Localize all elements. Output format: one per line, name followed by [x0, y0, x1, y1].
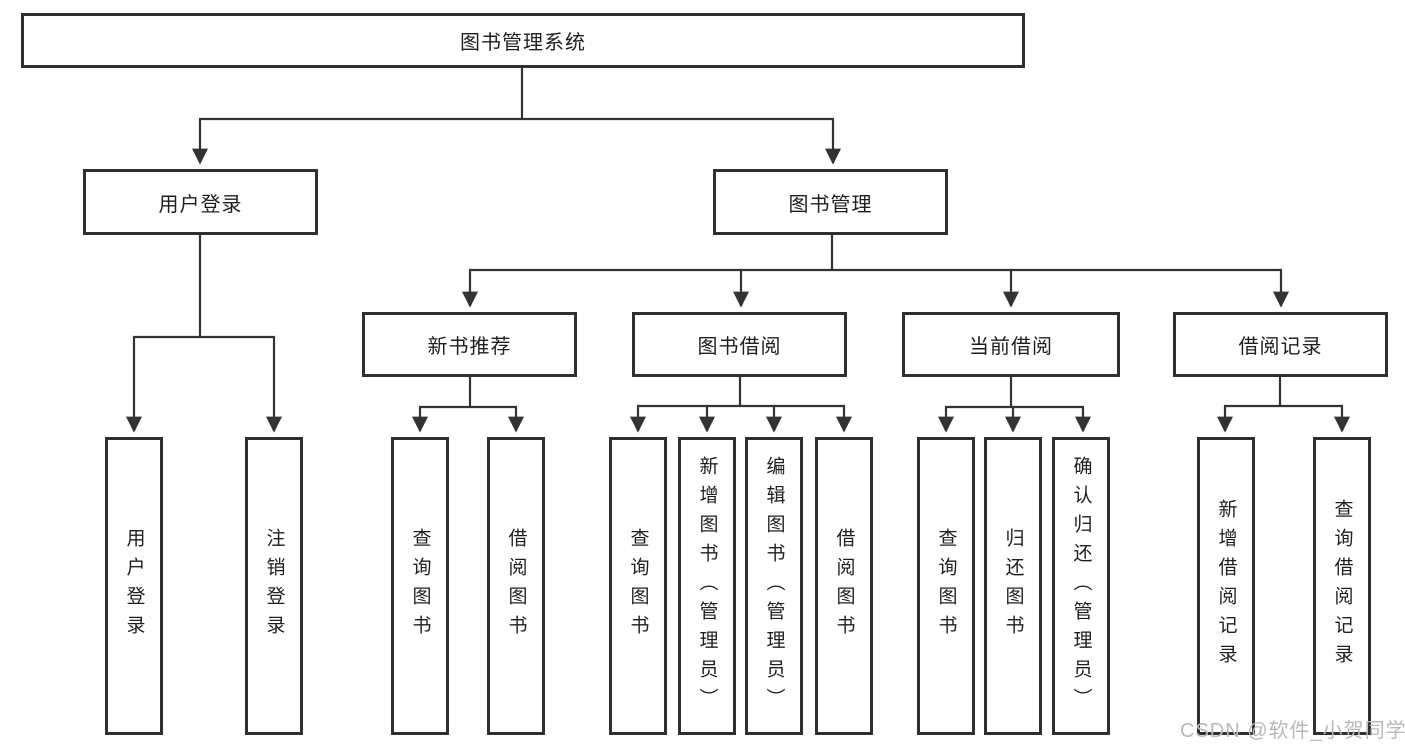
- node-bb-edit-book-admin: 编辑图书（管理员）: [745, 437, 803, 735]
- node-user-login-group: 用户登录: [83, 169, 318, 235]
- node-bb-add-book-admin: 新增图书（管理员）: [678, 437, 736, 735]
- node-leaf-user-login: 用户登录: [105, 437, 163, 735]
- node-br-add-record: 新增借阅记录: [1197, 437, 1255, 735]
- node-nb-borrow-book: 借阅图书: [487, 437, 545, 735]
- node-borrowing-records: 借阅记录: [1173, 312, 1388, 377]
- node-book-management-group: 图书管理: [713, 169, 948, 235]
- node-library-management-system: 图书管理系统: [21, 13, 1025, 68]
- node-new-book-recommend: 新书推荐: [362, 312, 577, 377]
- node-br-query-record: 查询借阅记录: [1313, 437, 1371, 735]
- node-leaf-logout: 注销登录: [245, 437, 303, 735]
- watermark: CSDN @软件_小贺同学: [1180, 720, 1405, 742]
- node-book-borrowing: 图书借阅: [632, 312, 847, 377]
- node-bb-query-book: 查询图书: [609, 437, 667, 735]
- node-nb-query-book: 查询图书: [391, 437, 449, 735]
- node-current-borrowing: 当前借阅: [902, 312, 1120, 377]
- node-cb-return-book: 归还图书: [984, 437, 1042, 735]
- node-cb-confirm-return-admin: 确认归还（管理员）: [1052, 437, 1110, 735]
- node-cb-query-book: 查询图书: [917, 437, 975, 735]
- node-bb-borrow-book: 借阅图书: [815, 437, 873, 735]
